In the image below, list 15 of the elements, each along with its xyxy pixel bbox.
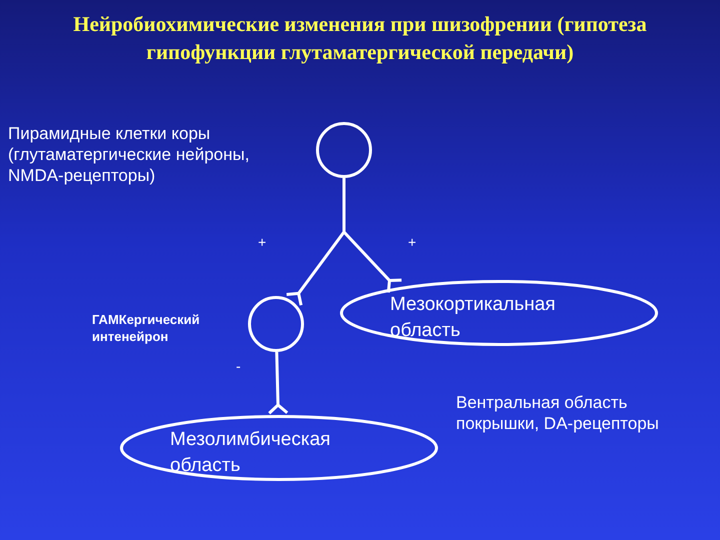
synapse-connector — [342, 178, 404, 294]
region-note: Вентральная область покрышки, DA-рецепторы — [456, 392, 660, 434]
edge-label: + — [258, 233, 266, 252]
neuron-body-circle — [248, 296, 304, 352]
neuron-caption: ГАМКергический интенейрон — [92, 311, 201, 345]
region-ellipse — [340, 280, 658, 346]
neuron-caption: Пирамидные клетки коры (глутаматергические нейроны, NMDA-рецепторы) — [8, 123, 250, 186]
edge-label: - — [236, 357, 241, 376]
synapse-connector — [268, 352, 289, 415]
neuron-body-circle — [316, 122, 372, 178]
region-ellipse — [120, 415, 438, 481]
slide-title: Нейробиохимические изменения при шизофрении (гипотеза гипофункции глутаматергической передачи) — [72, 11, 648, 66]
region-label: Мезокортикальная область — [390, 293, 556, 343]
region-label: Мезолимбическая область — [170, 428, 332, 478]
edge-label: + — [408, 233, 416, 252]
